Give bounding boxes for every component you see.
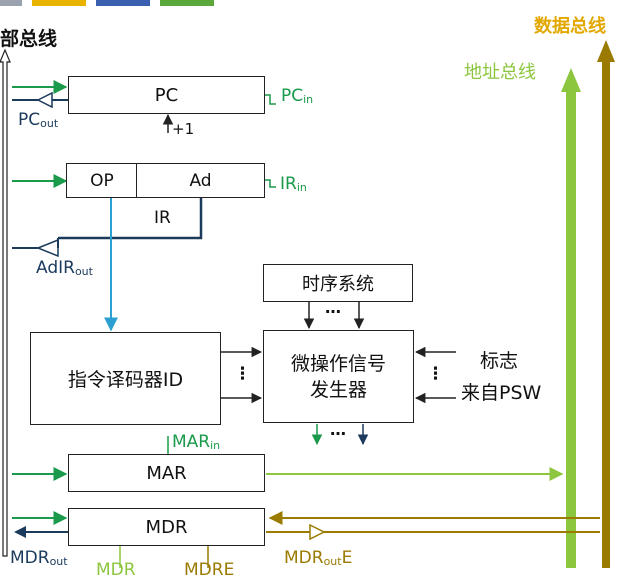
internal-bus (0, 48, 11, 557)
mar-register: MAR (68, 454, 265, 492)
micro-op-output-dots: … (330, 420, 346, 439)
ir-op-field: OP (66, 163, 138, 198)
pc-increment-label: +1 (172, 120, 195, 138)
timing-system: 时序系统 (263, 264, 413, 302)
swatch-gray (0, 0, 22, 6)
data-bus-label: 数据总线 (534, 16, 606, 37)
decoder-label: 指令译码器ID (67, 369, 184, 391)
pc-in-label: PCin (281, 86, 314, 106)
connection-lines (0, 40, 615, 568)
instruction-decoder: 指令译码器ID (30, 332, 221, 425)
internal-bus-label: 部总线 (0, 28, 58, 50)
pc-register: PC (68, 76, 265, 114)
mdr-out-label: MDRout (10, 548, 68, 568)
mar-in-label: MARin (172, 432, 221, 452)
micro-op-label-2: 发生器 (309, 378, 367, 401)
timing-system-label: 时序系统 (302, 274, 374, 295)
micro-op-generator: 微操作信号 发生器 (263, 330, 414, 423)
mdr-bottom-label-2: MDRE (184, 560, 235, 580)
pc-label: PC (154, 84, 179, 106)
ir-label: IR (154, 208, 171, 228)
pc-out-label: PCout (18, 110, 59, 130)
ir-op-label: OP (90, 170, 114, 191)
mdr-register: MDR (68, 508, 265, 546)
micro-op-label-1: 微操作信号 (290, 352, 386, 375)
mdr-bottom-label-1: MDR (96, 560, 136, 580)
swatch-yellow (32, 0, 86, 6)
flags-label: 标志 (480, 350, 519, 372)
address-bus (561, 68, 581, 568)
swatch-blue (96, 0, 150, 6)
mdr-label: MDR (145, 516, 188, 538)
swatch-green (160, 0, 214, 6)
flags-source-label: 来自PSW (461, 382, 542, 404)
timing-dots: … (325, 298, 341, 317)
mdr-oute-label: MDRoutE (284, 548, 353, 568)
data-bus (597, 40, 615, 568)
ir-ad-field: Ad (136, 163, 265, 198)
mar-label: MAR (146, 462, 187, 484)
adir-out-label: AdIRout (36, 258, 93, 278)
ir-ad-label: Ad (189, 170, 212, 191)
flags-dots: ⋮ (427, 364, 444, 384)
decoder-dots: ⋮ (234, 364, 251, 384)
ir-in-label: IRin (280, 174, 307, 194)
address-bus-label: 地址总线 (464, 62, 536, 83)
